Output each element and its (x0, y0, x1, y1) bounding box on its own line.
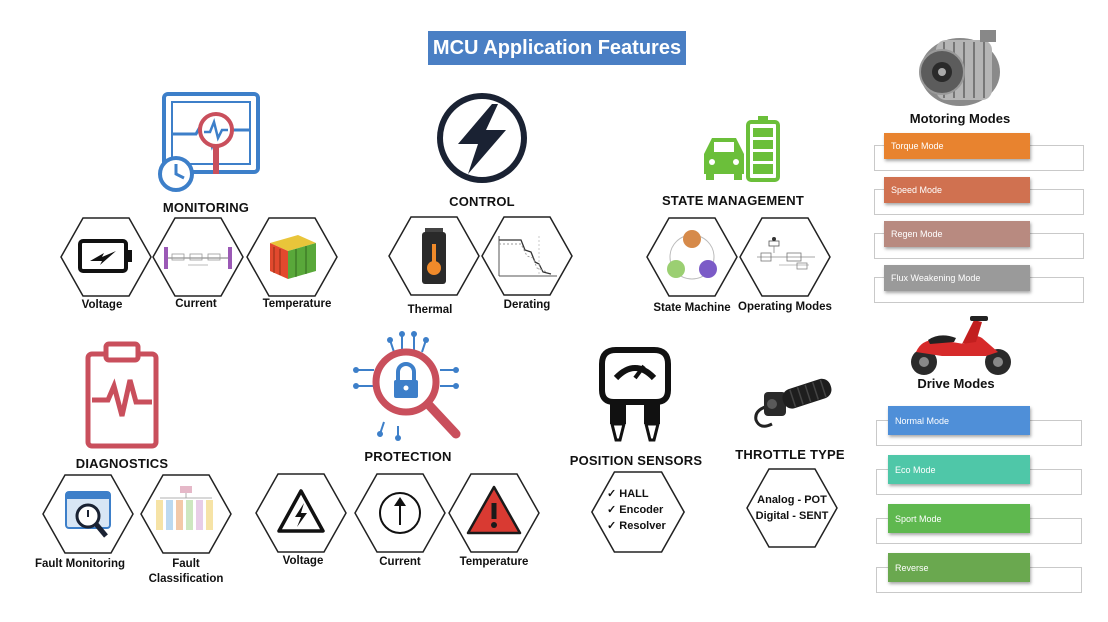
position-sensors-hex (590, 471, 686, 553)
torque-mode-bar[interactable]: Torque Mode (884, 133, 1030, 159)
monitoring-current-label: Current (175, 298, 217, 310)
speed-mode-bar[interactable]: Speed Mode (884, 177, 1030, 203)
control-thermal-label: Thermal (407, 304, 453, 316)
protection-temperature-hex (448, 473, 540, 553)
protection-voltage-label: Voltage (282, 555, 324, 567)
check-icon: ✓ (607, 520, 620, 532)
control-label: CONTROL (449, 194, 515, 209)
operating-modes-flow-icon (757, 237, 815, 270)
operating-modes-label: Operating Modes (738, 301, 832, 313)
flux-weakening-mode-bar[interactable]: Flux Weakening Mode (884, 265, 1030, 291)
regen-mode-bar[interactable]: Regen Mode (884, 221, 1030, 247)
state-management-label: STATE MANAGEMENT (661, 193, 805, 208)
current-source-icon (379, 492, 421, 534)
monitoring-voltage-label: Voltage (81, 299, 123, 311)
battery-icon (78, 239, 132, 273)
protection-voltage-hex (255, 473, 347, 553)
throttle-digital-label: Digital - SENT (755, 510, 829, 522)
fault-classification-label-line2: Classification (148, 573, 224, 585)
state-machine-diagram-icon (667, 230, 717, 280)
current-waveform-icon (164, 247, 232, 269)
fault-monitoring-hex (42, 474, 134, 554)
scooter-icon (902, 312, 1022, 378)
fault-classification-label-line1: Fault (172, 558, 200, 570)
check-icon: ✓ (607, 488, 620, 500)
control-derating-hex (481, 216, 573, 296)
control-derating-label: Derating (503, 299, 551, 311)
throttle-type-label: THROTTLE TYPE (735, 447, 845, 462)
monitoring-icon (156, 90, 262, 194)
resolver-item: ✓ Resolver (607, 520, 666, 532)
derating-curve-icon (498, 236, 557, 277)
reverse-bar[interactable]: Reverse (888, 553, 1030, 582)
hall-item: ✓ HALL (607, 488, 649, 500)
diagnostics-label: DIAGNOSTICS (75, 456, 169, 471)
electric-motor-icon (910, 26, 1004, 110)
fault-monitoring-label: Fault Monitoring (34, 558, 126, 570)
check-icon: ✓ (607, 504, 620, 516)
eco-mode-bar[interactable]: Eco Mode (888, 455, 1030, 484)
encoder-item: ✓ Encoder (607, 504, 664, 516)
warning-triangle-icon (466, 485, 522, 535)
sport-mode-bar[interactable]: Sport Mode (888, 504, 1030, 533)
normal-mode-bar[interactable]: Normal Mode (888, 406, 1030, 435)
monitoring-temperature-hex (246, 217, 338, 297)
operating-modes-hex (739, 217, 831, 297)
motoring-modes-title: Motoring Modes (909, 111, 1011, 126)
monitoring-temperature-label: Temperature (262, 298, 332, 310)
thermometer-battery-icon (422, 228, 446, 284)
monitoring-current-hex (152, 217, 244, 297)
position-sensor-icon (596, 346, 674, 444)
throttle-type-hex (744, 468, 840, 548)
monitoring-voltage-hex (60, 217, 152, 297)
position-sensors-label: POSITION SENSORS (569, 453, 703, 468)
position-sensors-list: ✓ HALL ✓ Encoder ✓ Resolver (607, 486, 679, 534)
lightning-icon (436, 92, 528, 184)
drive-modes-title: Drive Modes (917, 376, 995, 391)
protection-current-label: Current (379, 556, 421, 568)
high-voltage-warning-icon (277, 489, 325, 533)
state-machine-hex (646, 217, 738, 297)
throttle-grip-icon (750, 370, 836, 432)
protection-label: PROTECTION (364, 449, 452, 464)
monitoring-label: MONITORING (162, 200, 250, 215)
state-machine-label: State Machine (653, 302, 731, 314)
heatmap-cube-icon (270, 235, 316, 279)
throttle-analog-label: Analog - POT (757, 494, 827, 506)
protection-temperature-label: Temperature (459, 556, 529, 568)
fault-classification-hex (140, 474, 232, 554)
magnifier-lock-icon (348, 330, 466, 446)
control-thermal-hex (388, 216, 480, 296)
page-title: MCU Application Features (428, 31, 686, 65)
car-battery-icon (700, 114, 782, 184)
fault-tree-icon (156, 486, 213, 530)
clipboard-pulse-icon (84, 340, 160, 450)
magnifier-clock-icon (65, 491, 111, 538)
protection-current-hex (354, 473, 446, 553)
